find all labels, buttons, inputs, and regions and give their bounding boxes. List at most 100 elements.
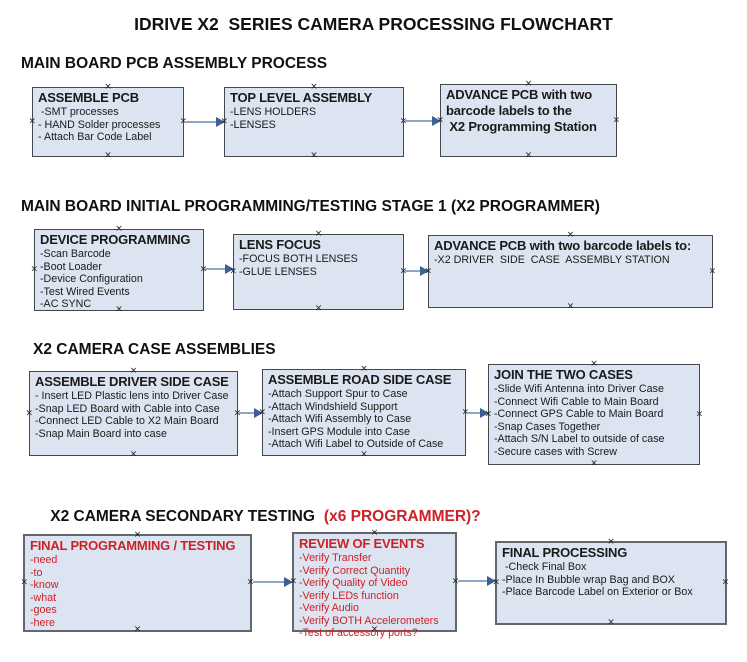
box-title: ADVANCE PCB with two barcode labels to:	[434, 238, 692, 253]
box-item: -Attach Support Spur to Case	[268, 388, 408, 400]
flow-box-lens-focus: LENS FOCUS -FOCUS BOTH LENSES-GLUE LENSE…	[229, 230, 407, 313]
flow-box-assemble-pcb: ASSEMBLE PCB -SMT processes- HAND Solder…	[28, 83, 187, 160]
page-title: IDRIVE X2 SERIES CAMERA PROCESSING FLOWC…	[134, 14, 613, 34]
flow-box-device-programming: DEVICE PROGRAMMING -Scan Barcode-Boot Lo…	[30, 225, 207, 314]
box-item: - Attach Bar Code Label	[38, 131, 152, 143]
box-item: -FOCUS BOTH LENSES	[239, 253, 358, 265]
box-item: -SMT processes	[38, 106, 119, 118]
connection-handle-right: ×	[399, 116, 408, 127]
box-item: -what	[30, 591, 57, 604]
box-title: REVIEW OF EVENTS	[299, 536, 425, 551]
flow-arrow	[239, 408, 263, 418]
connection-handle-right: ×	[246, 577, 255, 588]
box-title: FINAL PROCESSING	[502, 545, 628, 560]
connection-handle-right: ×	[199, 264, 208, 275]
box-item: - HAND Solder processes	[38, 118, 161, 131]
flow-box-join-the-two-cases: JOIN THE TWO CASES -Slide Wifi Antenna i…	[484, 360, 703, 468]
connection-handle-bottom: ×	[104, 150, 112, 161]
connection-handle-bottom: ×	[129, 449, 138, 460]
flow-box-assemble-road-side-case: ASSEMBLE ROAD SIDE CASE -Attach Support …	[258, 365, 469, 459]
box-item: -know	[30, 579, 59, 591]
box-item: -Connect LED Cable to X2 Main Board	[35, 415, 219, 427]
box-item: -Insert GPS Module into Case	[268, 425, 410, 438]
flow-box-top-level-assembly: TOP LEVEL ASSEMBLY -LENS HOLDERS-LENSES …	[220, 83, 407, 160]
connection-handle-bottom: ×	[314, 303, 323, 314]
box-item: -LENSES	[230, 118, 276, 131]
box-item: -Test of accessory ports?	[299, 627, 418, 639]
box-item: -Verify Quality of Video	[299, 577, 408, 589]
box-item: -Attach Windshield Support	[268, 400, 398, 413]
box-items: -Attach Support Spur to Case-Attach Wind…	[268, 388, 462, 451]
box-item: -here	[30, 616, 55, 629]
box-title: JOIN THE TWO CASES	[494, 367, 633, 382]
box-items: -SMT processes- HAND Solder processes- A…	[38, 106, 180, 144]
flow-arrow	[186, 117, 225, 127]
box-item: -Attach Wifi Label to Outside of Case	[268, 438, 444, 450]
flow-box-final-programming-testing: FINAL PROGRAMMING / TESTING -need-to-kno…	[20, 531, 255, 634]
box-item: -Slide Wifi Antenna into Driver Case	[494, 383, 664, 395]
flow-arrow	[405, 266, 429, 276]
box-items: -X2 DRIVER SIDE CASE ASSEMBLY STATION	[434, 254, 709, 267]
flow-box-advance-pcb-programming-station: ADVANCE PCB with two barcode labels to t…	[436, 80, 620, 160]
connection-handle-bottom: ×	[524, 150, 533, 161]
box-item: -Boot Loader	[40, 260, 102, 273]
box-item: -Scan Barcode	[40, 248, 111, 260]
box-item: -Secure cases with Screw	[494, 445, 617, 458]
connection-handle-right: ×	[612, 115, 621, 125]
flow-arrow	[467, 408, 489, 418]
connection-handle-bottom: ×	[566, 301, 575, 312]
flow-arrow	[405, 116, 441, 126]
box-item: -Attach S/N Label to outside of case	[494, 433, 665, 445]
box-items: -Scan Barcode-Boot Loader-Device Configu…	[40, 248, 200, 311]
box-title: DEVICE PROGRAMMING	[40, 232, 191, 247]
box-item: -need	[30, 554, 58, 566]
box-items: -Check Final Box-Place In Bubble wrap Ba…	[502, 561, 722, 599]
connection-handle-left: ×	[28, 116, 37, 127]
section-heading-text: X2 CAMERA SECONDARY TESTING	[50, 508, 315, 525]
flow-box-advance-pcb-driver-side-station: ADVANCE PCB with two barcode labels to: …	[424, 231, 716, 311]
box-items: -Slide Wifi Antenna into Driver Case-Con…	[494, 383, 696, 458]
box-item: -Connect GPS Cable to Main Board	[494, 408, 664, 420]
connection-handle-left: ×	[20, 577, 29, 588]
box-item: -X2 DRIVER SIDE CASE ASSEMBLY STATION	[434, 254, 670, 266]
connection-handle-right: ×	[399, 266, 408, 277]
box-item: -Snap Cases Together	[494, 420, 601, 433]
section-heading-secondary-testing: X2 CAMERA SECONDARY TESTING (x6 PROGRAMME…	[33, 490, 481, 544]
box-title: FINAL PROGRAMMING / TESTING	[30, 538, 236, 553]
section-heading-pcb-assembly: MAIN BOARD PCB ASSEMBLY PROCESS	[21, 55, 328, 72]
box-title: TOP LEVEL ASSEMBLY	[230, 90, 373, 105]
box-title: ADVANCE PCB with two barcode labels to t…	[446, 87, 597, 134]
box-item: -to	[30, 566, 43, 579]
connection-handle-bottom: ×	[590, 458, 598, 469]
box-item: -Place In Bubble wrap Bag and BOX	[502, 573, 675, 586]
connection-handle-bottom: ×	[607, 617, 615, 628]
box-item: -Verify Transfer	[299, 552, 372, 564]
box-title: ASSEMBLE DRIVER SIDE CASE	[35, 374, 229, 389]
box-title: ASSEMBLE ROAD SIDE CASE	[268, 372, 452, 387]
box-items: -need-to-know-what-goes-here	[30, 554, 247, 629]
box-item: -AC SYNC	[40, 298, 92, 310]
box-title: LENS FOCUS	[239, 237, 321, 252]
section-heading-initial-programming: MAIN BOARD INITIAL PROGRAMMING/TESTING S…	[21, 198, 600, 215]
flow-box-review-of-events: REVIEW OF EVENTS -Verify Transfer-Verify…	[289, 529, 459, 639]
box-item: -Connect Wifi Cable to Main Board	[494, 395, 659, 408]
box-item: -Snap Main Board into case	[35, 427, 167, 440]
section-heading-suffix: (x6 PROGRAMMER)?	[323, 508, 481, 525]
flow-arrow	[253, 577, 293, 587]
box-item: -goes	[30, 604, 57, 616]
box-items: - Insert LED Plastic lens into Driver Ca…	[35, 390, 234, 440]
flow-arrow	[205, 264, 234, 274]
connection-handle-left: ×	[25, 408, 34, 418]
section-heading-case-assemblies: X2 CAMERA CASE ASSEMBLIES	[33, 341, 276, 358]
box-items: -FOCUS BOTH LENSES-GLUE LENSES	[239, 253, 400, 278]
box-item: -Verify Audio	[299, 602, 360, 614]
connection-handle-right: ×	[721, 577, 730, 588]
box-item: -Verify LEDs function	[299, 589, 399, 602]
box-item: -Device Configuration	[40, 273, 143, 285]
box-item: -Attach Wifi Assembly to Case	[268, 413, 412, 425]
box-item: -LENS HOLDERS	[230, 106, 317, 118]
box-item: -GLUE LENSES	[239, 265, 317, 278]
box-items: -Verify Transfer-Verify Correct Quantity…	[299, 552, 452, 640]
box-title: ASSEMBLE PCB	[38, 90, 139, 105]
